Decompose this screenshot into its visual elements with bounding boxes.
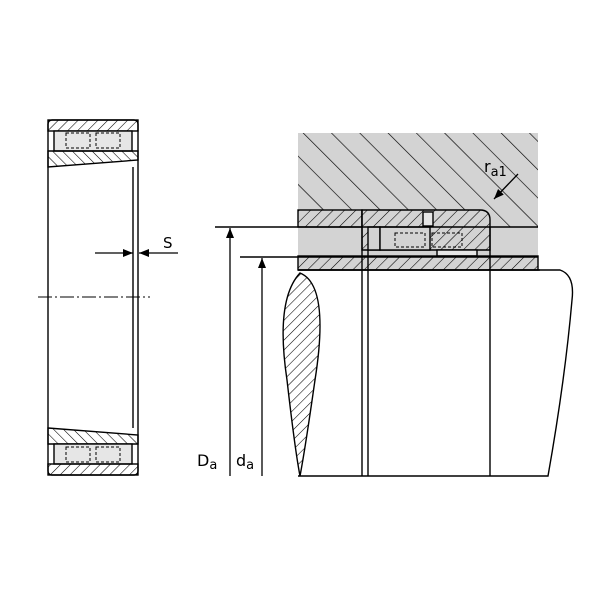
Da-label: Da xyxy=(197,451,217,473)
outer-ring xyxy=(361,209,491,257)
bearing-side-section xyxy=(38,119,150,476)
ra1-label: ra1 xyxy=(484,157,507,180)
ra1-arrow xyxy=(493,173,519,200)
da-label: da xyxy=(236,451,254,473)
s-label: S xyxy=(163,234,173,252)
shaft-break-section xyxy=(282,272,321,477)
shaft xyxy=(282,210,574,477)
diameter-dimensions xyxy=(226,228,266,476)
